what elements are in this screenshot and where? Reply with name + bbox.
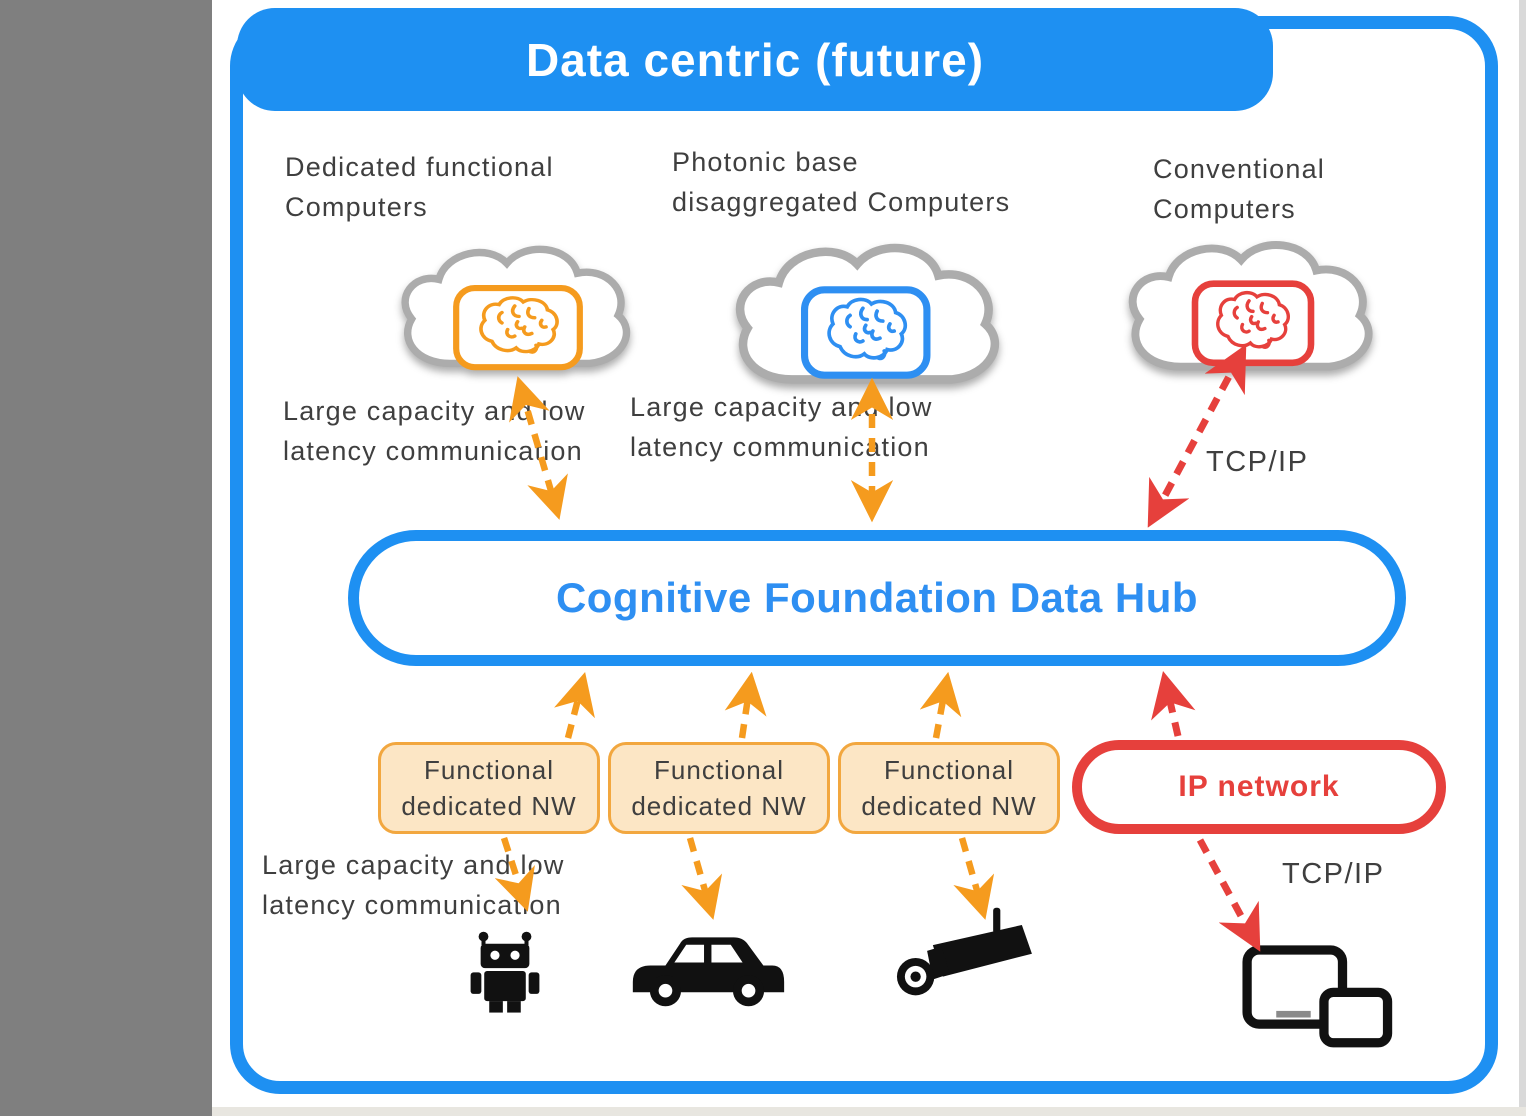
hub-label: Cognitive Foundation Data Hub (555, 574, 1199, 621)
robot-icon (470, 931, 540, 1013)
annotation-large-capacity-bottom: Large capacity and low latency communica… (262, 850, 565, 920)
mobile-devices-icon (1242, 945, 1393, 1048)
diagram-title: Data centric (future) (525, 33, 985, 86)
cloud-dedicated-functional (401, 245, 631, 371)
cloud-conventional (1128, 241, 1373, 371)
annotation-tcpip-bottom: TCP/IP (1282, 858, 1385, 890)
annotation-large-capacity-left: Large capacity and low latency communica… (283, 396, 586, 466)
car-icon (632, 937, 785, 1007)
bottom-edge-strip (212, 1107, 1526, 1116)
cloud-photonic (735, 243, 1000, 384)
cognitive-foundation-data-hub: Cognitive Foundation Data Hub (348, 530, 1406, 666)
annotation-tcpip-top: TCP/IP (1206, 446, 1309, 478)
brain-icon (1216, 291, 1290, 349)
ip-network-label: IP network (1178, 770, 1340, 803)
functional-dedicated-nw-2: Functional dedicated NW (608, 742, 830, 834)
functional-dedicated-nw-1: Functional dedicated NW (378, 742, 600, 834)
left-gray-panel (0, 0, 212, 1116)
functional-dedicated-nw-3: Functional dedicated NW (838, 742, 1060, 834)
brain-icon (479, 296, 559, 354)
title-banner: Data centric (future) (237, 8, 1273, 111)
cloud-label-conventional: Conventional Computers (1153, 154, 1326, 224)
right-edge-strip (1519, 0, 1526, 1116)
ip-network-pill: IP network (1072, 740, 1446, 834)
cloud-label-photonic: Photonic base disaggregated Computers (672, 147, 1011, 217)
cloud-label-dedicated-functional: Dedicated functional Computers (285, 152, 554, 222)
annotation-large-capacity-middle: Large capacity and low latency communica… (630, 392, 933, 462)
brain-icon (827, 297, 908, 361)
surveillance-camera-icon (896, 907, 1032, 996)
